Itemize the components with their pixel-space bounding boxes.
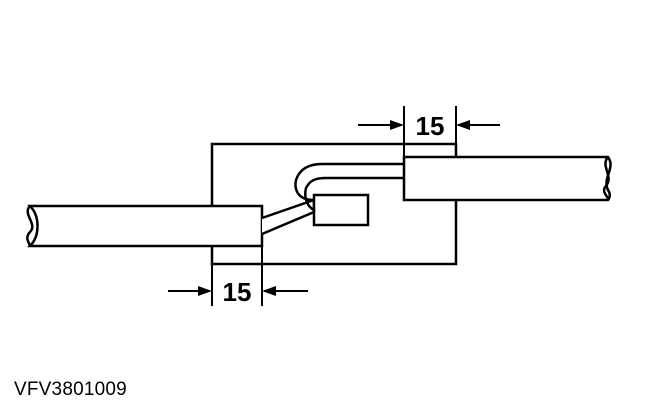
right-wire-inner bbox=[304, 176, 404, 212]
crimp-connector bbox=[312, 193, 370, 227]
bottom-dim-arrowhead-right bbox=[262, 286, 276, 296]
left-cable-sheath bbox=[26, 204, 264, 248]
right-cable-sheath bbox=[402, 155, 612, 202]
bottom-dim-arrowhead-left bbox=[198, 286, 212, 296]
top-dim-arrowhead-right bbox=[456, 120, 470, 130]
figure-reference-code: VFV3801009 bbox=[14, 379, 127, 400]
right-wire-outer bbox=[294, 162, 404, 202]
left-cable-end-cut bbox=[26, 205, 34, 247]
top-dim-arrowhead-left bbox=[390, 120, 404, 130]
bottom-dimension-label: 15 bbox=[223, 277, 252, 307]
right-cable-end-cut bbox=[602, 156, 610, 201]
top-dimension-label: 15 bbox=[416, 111, 445, 141]
